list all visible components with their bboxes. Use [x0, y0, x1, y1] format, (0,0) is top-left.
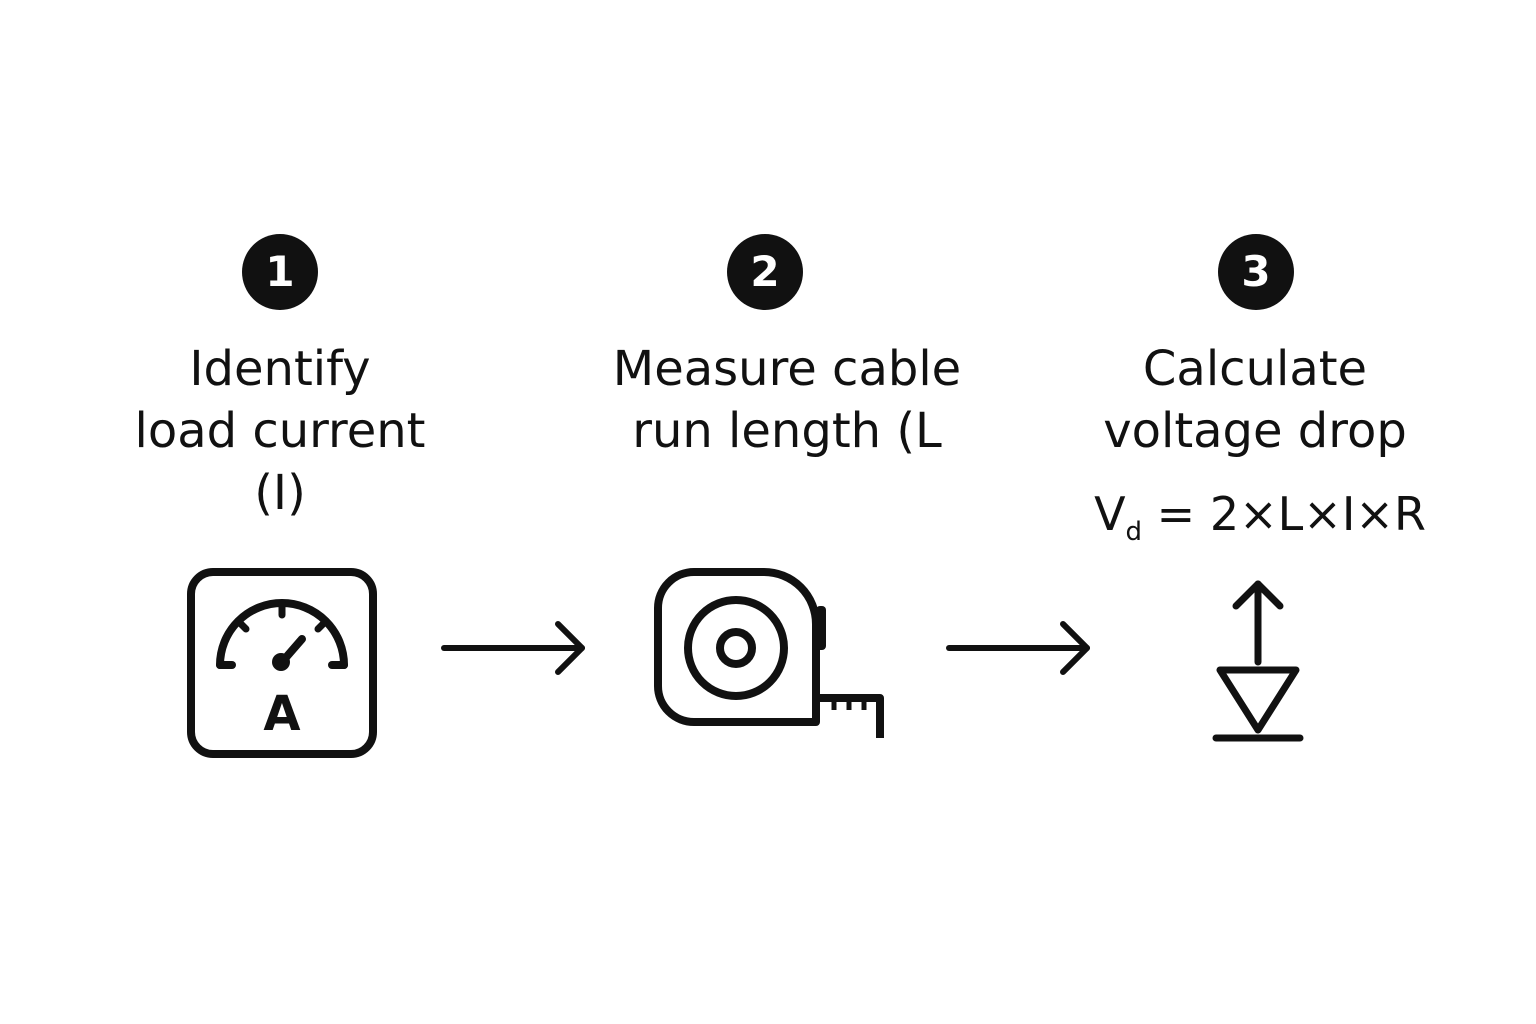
step-1-title-line-1: Identify	[189, 341, 371, 397]
step-3-title-line-2: voltage drop	[1103, 403, 1407, 459]
voltage-drop-icon	[1210, 576, 1306, 746]
step-1-title-line-2: load current	[134, 403, 426, 459]
step-3-title-line-1: Calculate	[1142, 341, 1368, 397]
step-3-title: Calculate voltage drop	[1070, 338, 1440, 462]
ammeter-label: A	[263, 686, 300, 742]
ammeter-icon: A	[186, 568, 378, 760]
step-1-badge: 1	[242, 234, 318, 310]
step-2-title: Measure cable run length (L	[587, 338, 987, 462]
formula-lhs-subscript: d	[1125, 517, 1143, 547]
step-1-title-line-3: (I)	[254, 465, 306, 521]
arrow-2-to-3	[945, 618, 1095, 678]
voltage-drop-formula: Vd = 2×L×I×R	[1090, 484, 1430, 548]
step-2-badge: 2	[727, 234, 803, 310]
step-2-title-line-1: Measure cable	[612, 341, 962, 397]
step-3-badge: 3	[1218, 234, 1294, 310]
arrow-1-to-2	[440, 618, 590, 678]
tape-measure-icon	[654, 568, 890, 744]
step-1-title: Identify load current (I)	[100, 338, 460, 524]
formula-lhs: V	[1094, 487, 1126, 541]
formula-rhs: = 2×L×I×R	[1142, 487, 1426, 541]
step-2-title-line-2: run length (L	[632, 403, 942, 459]
